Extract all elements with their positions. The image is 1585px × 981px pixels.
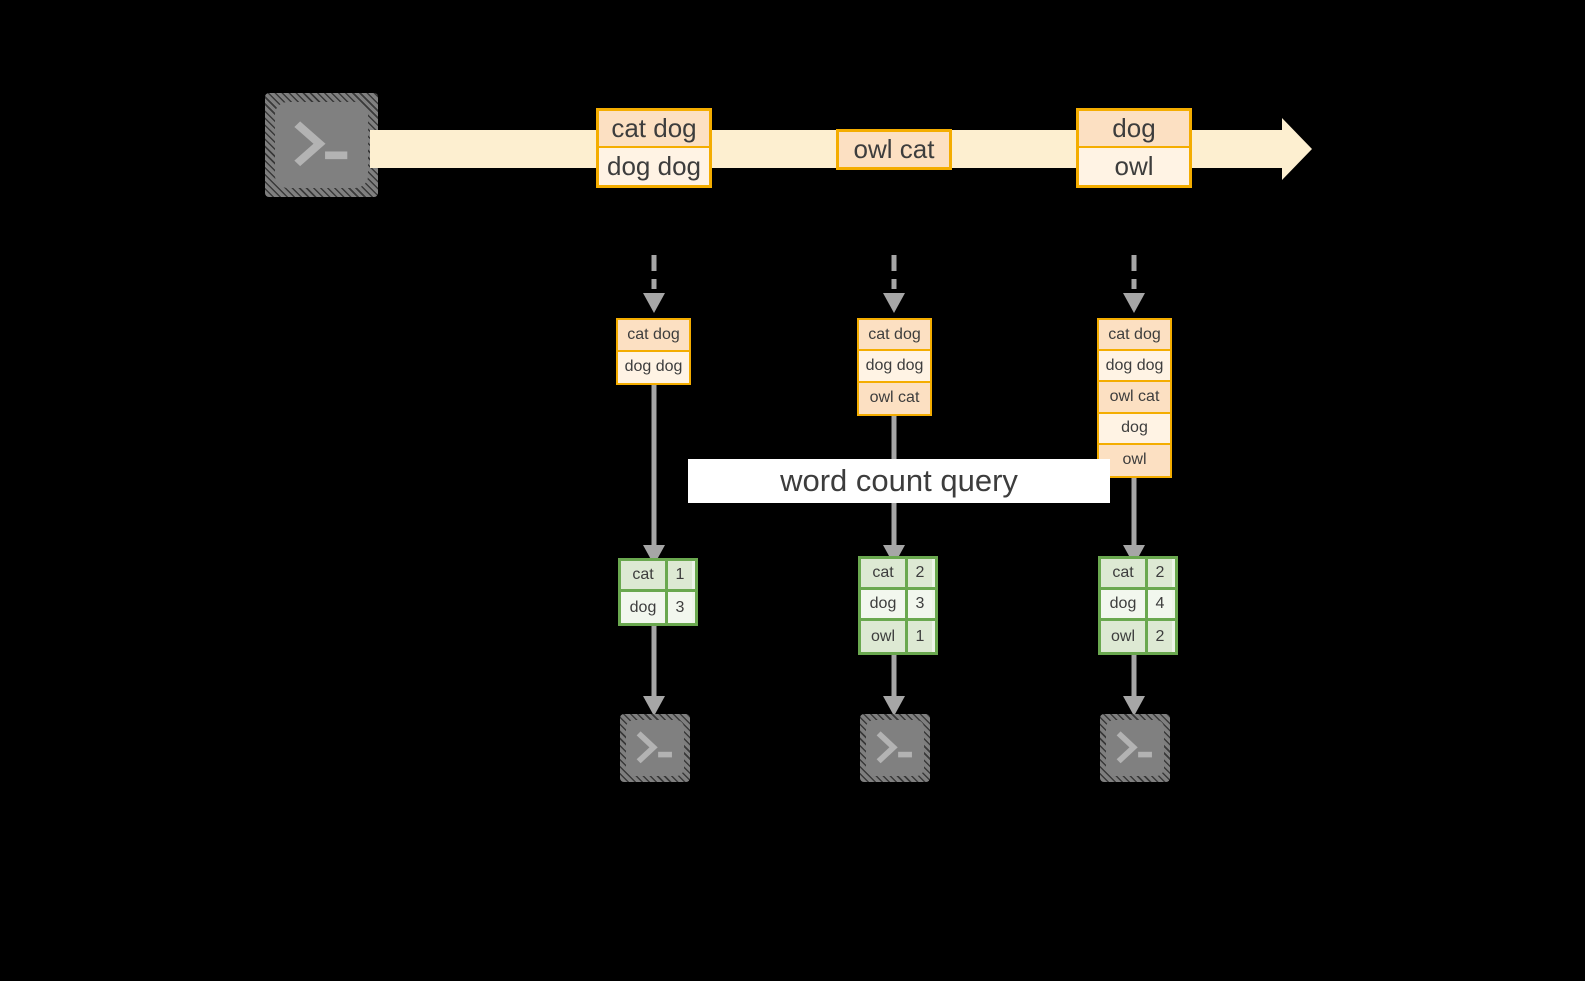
sink-terminal-icon-1[interactable]: [620, 714, 690, 782]
stream-record: cat dog: [599, 111, 709, 149]
table-row: cat 2: [1101, 559, 1175, 590]
snapshot-table-1[interactable]: cat dog dog dog: [616, 318, 691, 385]
dashed-arrow-down-2: [880, 255, 908, 315]
result-count: 3: [668, 592, 692, 623]
terminal-prompt-icon: [275, 102, 368, 187]
result-table-3[interactable]: cat 2 dog 4 owl 2: [1098, 556, 1178, 655]
result-table-2[interactable]: cat 2 dog 3 owl 1: [858, 556, 938, 655]
dashed-arrow-down-1: [640, 255, 668, 315]
result-word: dog: [861, 590, 908, 618]
result-table-1[interactable]: cat 1 dog 3: [618, 558, 698, 626]
snapshot-row: dog dog: [1099, 351, 1170, 383]
table-row: owl 2: [1101, 621, 1175, 652]
sink-arrow-2: [880, 655, 908, 718]
result-word: owl: [1101, 621, 1148, 652]
query-arrow-1: [640, 385, 668, 567]
terminal-screen: [626, 720, 684, 776]
snapshot-table-2[interactable]: cat dog dog dog owl cat: [857, 318, 932, 416]
source-terminal-icon[interactable]: [265, 93, 378, 197]
stream-record: owl cat: [839, 132, 949, 167]
result-count: 3: [908, 590, 932, 618]
terminal-screen: [275, 102, 368, 188]
result-count: 4: [1148, 590, 1172, 618]
terminal-screen: [866, 720, 924, 776]
result-count: 2: [1148, 559, 1172, 587]
stream-group-2[interactable]: owl cat: [836, 129, 952, 170]
snapshot-table-3[interactable]: cat dog dog dog owl cat dog owl: [1097, 318, 1172, 478]
sink-terminal-icon-2[interactable]: [860, 714, 930, 782]
result-count: 2: [908, 559, 932, 587]
terminal-prompt-icon: [626, 720, 683, 776]
table-row: dog 3: [861, 590, 935, 621]
stream-group-3[interactable]: dog owl: [1076, 108, 1192, 188]
result-word: cat: [621, 561, 668, 589]
snapshot-row: dog dog: [618, 351, 689, 383]
table-row: cat 2: [861, 559, 935, 590]
table-row: cat 1: [621, 561, 695, 592]
snapshot-row: dog: [1099, 413, 1170, 445]
snapshot-row: owl cat: [859, 382, 930, 414]
stream-record: dog: [1079, 111, 1189, 149]
result-count: 1: [668, 561, 692, 589]
snapshot-row: cat dog: [618, 320, 689, 352]
snapshot-row: cat dog: [859, 320, 930, 352]
result-count: 1: [908, 621, 932, 652]
result-word: owl: [861, 621, 908, 652]
sink-arrow-3: [1120, 655, 1148, 718]
query-arrow-3: [1120, 478, 1148, 567]
snapshot-row: dog dog: [859, 351, 930, 383]
result-word: dog: [621, 592, 668, 623]
terminal-prompt-icon: [1106, 720, 1163, 776]
query-label-band: word count query: [688, 459, 1110, 503]
sink-terminal-icon-3[interactable]: [1100, 714, 1170, 782]
dashed-arrow-down-3: [1120, 255, 1148, 315]
result-word: dog: [1101, 590, 1148, 618]
table-row: owl 1: [861, 621, 935, 652]
stream-record: dog dog: [599, 148, 709, 185]
stream-record: owl: [1079, 148, 1189, 185]
snapshot-row: owl cat: [1099, 382, 1170, 414]
result-count: 2: [1148, 621, 1172, 652]
stream-arrow-head: [1242, 118, 1312, 180]
result-word: cat: [861, 559, 908, 587]
terminal-prompt-icon: [866, 720, 923, 776]
sink-arrow-1: [640, 626, 668, 718]
table-row: dog 4: [1101, 590, 1175, 621]
terminal-screen: [1106, 720, 1164, 776]
result-word: cat: [1101, 559, 1148, 587]
table-row: dog 3: [621, 592, 695, 623]
query-label-text: word count query: [780, 463, 1018, 498]
snapshot-row: cat dog: [1099, 320, 1170, 352]
stream-group-1[interactable]: cat dog dog dog: [596, 108, 712, 188]
snapshot-row: owl: [1099, 444, 1170, 477]
